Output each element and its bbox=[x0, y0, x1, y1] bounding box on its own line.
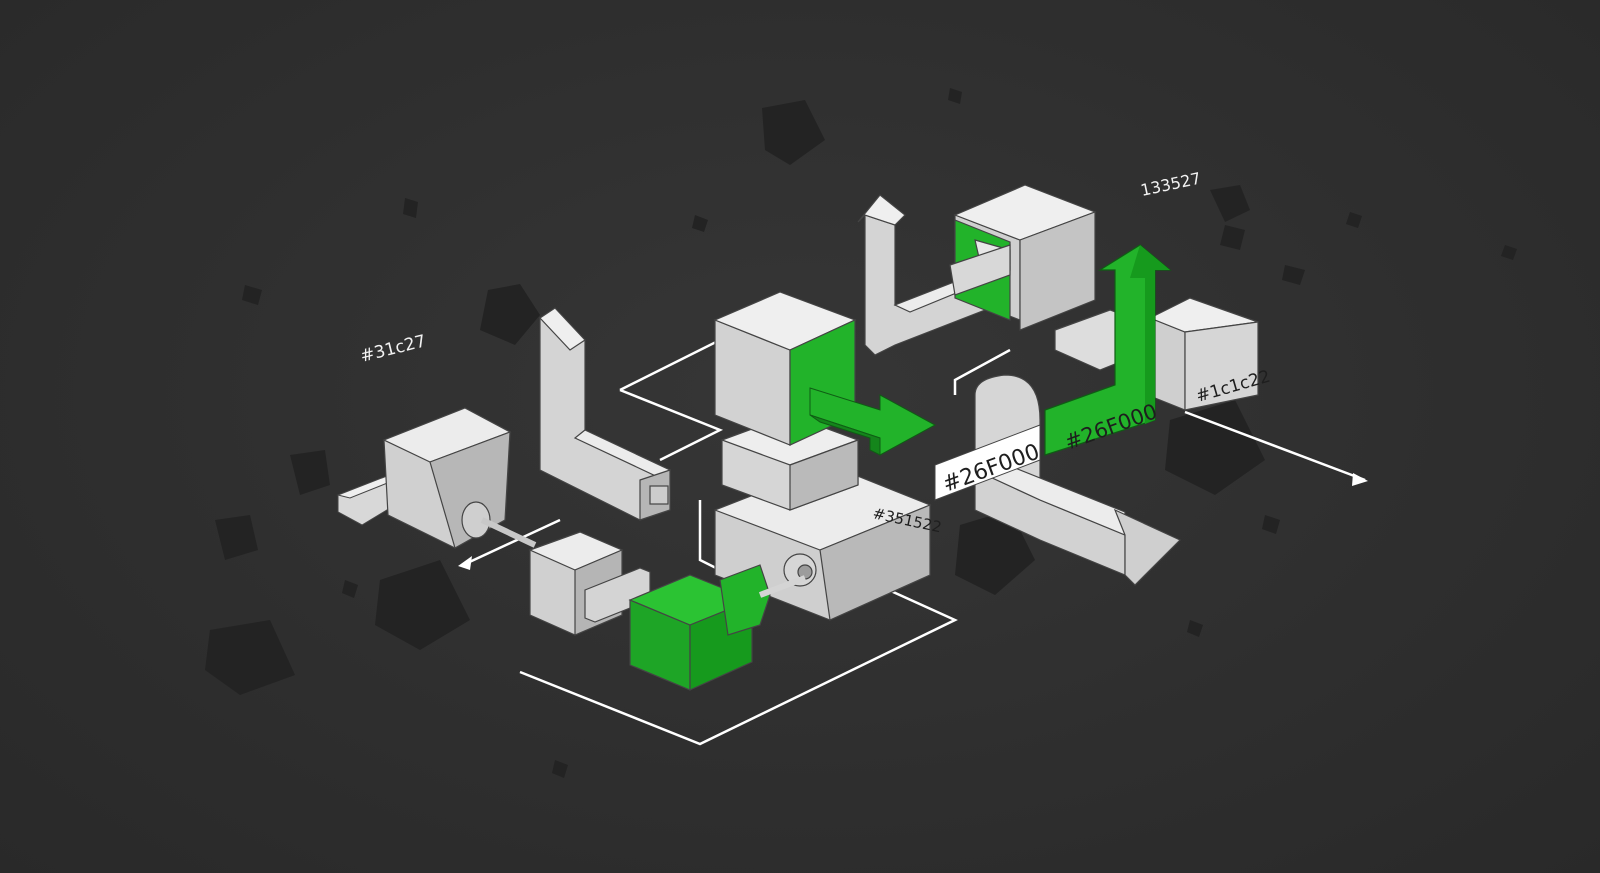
left-code: #31c27 bbox=[358, 331, 428, 367]
connector-line bbox=[620, 390, 720, 460]
arrowhead-icon bbox=[458, 556, 472, 570]
debris-cube bbox=[1262, 515, 1280, 534]
left-machine bbox=[338, 408, 535, 548]
debris-cube bbox=[205, 620, 295, 695]
debris-cube bbox=[1187, 620, 1203, 637]
left-pipe bbox=[540, 308, 670, 520]
debris-cube bbox=[1210, 185, 1250, 222]
pipe-cap bbox=[650, 486, 668, 504]
debris-cube bbox=[552, 760, 568, 778]
debris-cube bbox=[403, 198, 418, 218]
pipe-arrowhead bbox=[1115, 510, 1180, 585]
debris-cube bbox=[1220, 225, 1245, 250]
debris-cube bbox=[1282, 265, 1305, 285]
debris-cube bbox=[290, 450, 330, 495]
debris-cube bbox=[342, 580, 358, 598]
debris-cube bbox=[375, 560, 470, 650]
debris-cube bbox=[242, 285, 262, 305]
arrowhead-icon bbox=[1352, 473, 1368, 486]
debris-cube bbox=[1501, 245, 1517, 260]
debris-cube bbox=[948, 88, 962, 104]
debris-cube bbox=[762, 100, 825, 165]
debris-cube bbox=[215, 515, 258, 560]
debris-cube bbox=[480, 284, 540, 345]
debris-cube bbox=[692, 215, 708, 232]
debris-cube bbox=[1346, 212, 1362, 228]
debris-cube bbox=[1165, 400, 1265, 495]
drive-shaft bbox=[482, 520, 535, 545]
top-right-code: 133527 bbox=[1139, 169, 1203, 200]
